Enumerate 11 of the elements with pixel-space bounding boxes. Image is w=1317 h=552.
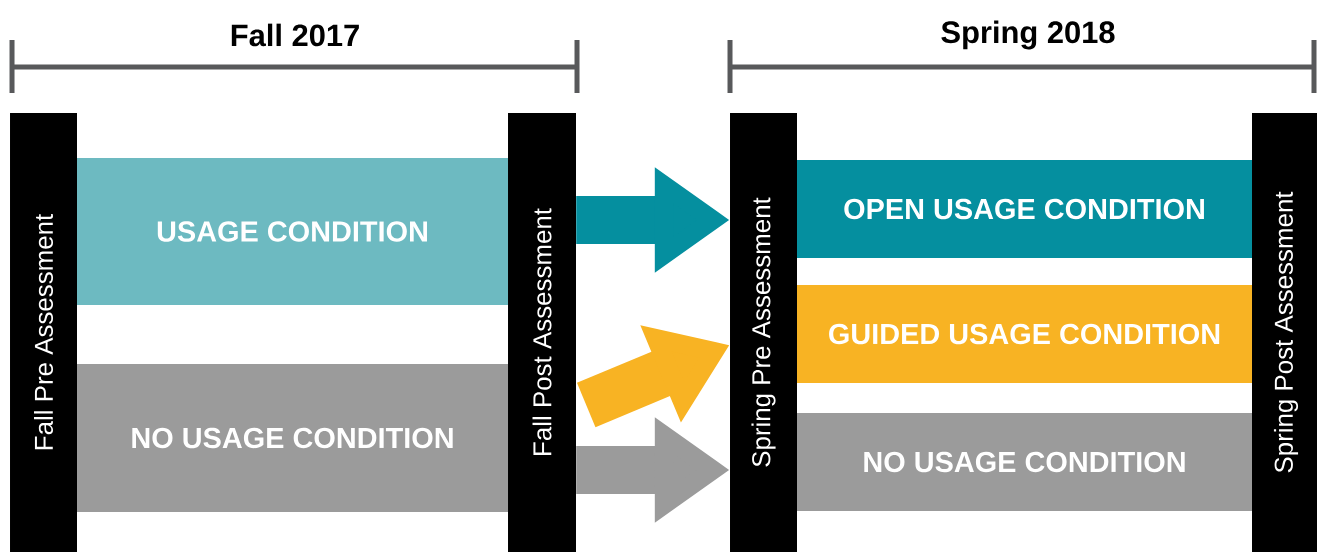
period-title: Spring 2018 xyxy=(941,20,1115,50)
condition-box: NO USAGE CONDITION xyxy=(797,413,1252,511)
assessment-bar: Fall Pre Assessment xyxy=(10,113,77,552)
assessment-bar: Spring Post Assessment xyxy=(1252,113,1317,552)
period-title: Fall 2017 xyxy=(231,23,359,47)
condition-box: GUIDED USAGE CONDITION xyxy=(797,285,1252,383)
assessment-bar: Spring Pre Assessment xyxy=(730,113,797,552)
condition-box: NO USAGE CONDITION xyxy=(77,364,508,512)
condition-box: USAGE CONDITION xyxy=(77,158,508,305)
assessment-bar: Fall Post Assessment xyxy=(508,113,576,552)
condition-box: OPEN USAGE CONDITION xyxy=(797,160,1252,258)
